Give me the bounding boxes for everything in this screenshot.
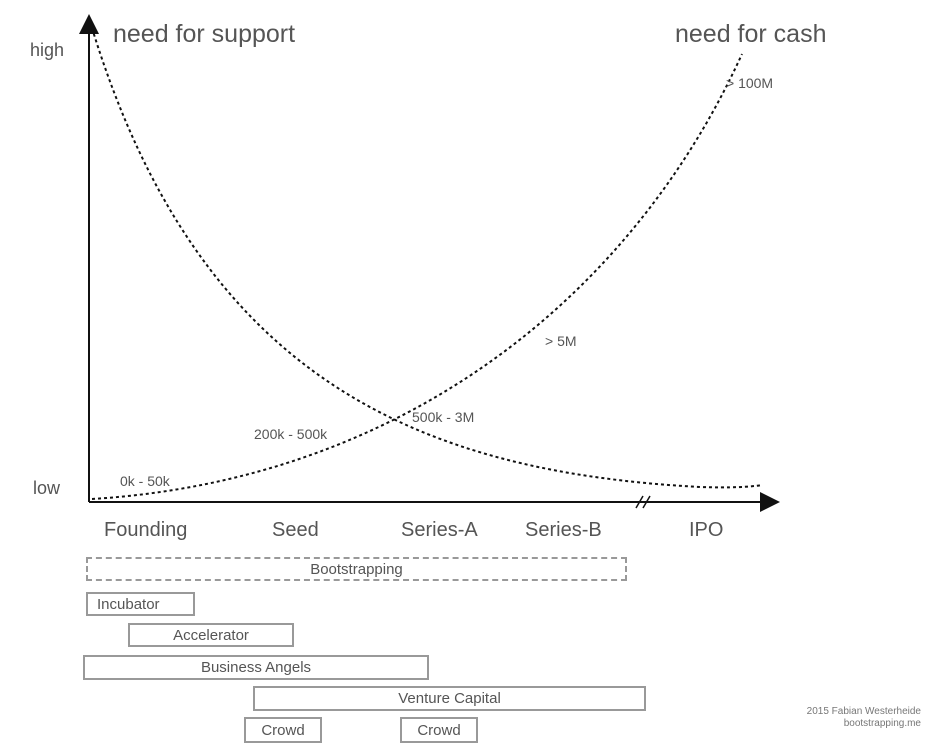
cash-amount-label: 200k - 500k xyxy=(254,426,328,442)
stage-label-ipo: IPO xyxy=(689,519,724,541)
axis-break-mark xyxy=(642,495,651,509)
y-axis-high-label: high xyxy=(30,40,65,60)
cash-curve-label: need for cash xyxy=(675,20,827,48)
credit-author: 2015 Fabian Westerheide xyxy=(806,706,921,717)
funding-crowd: Crowd xyxy=(244,717,322,743)
credit-website: bootstrapping.me xyxy=(843,718,921,729)
axis-break-mark xyxy=(635,495,644,509)
funding-crowd: Crowd xyxy=(400,717,478,743)
cash-amount-label: 0k - 50k xyxy=(120,473,170,489)
stage-label-series-a: Series-A xyxy=(401,519,478,541)
cash-amount-label: > 100M xyxy=(726,75,774,91)
credit-text: 2015 Fabian Westerheide bootstrapping.me xyxy=(807,706,921,730)
funding-accelerator: Accelerator xyxy=(128,623,294,647)
funding-business-angels: Business Angels xyxy=(83,655,429,680)
cash-amount-label: 500k - 3M xyxy=(412,409,475,425)
stage-label-founding: Founding xyxy=(104,519,188,541)
cash-amount-label: > 5M xyxy=(545,333,577,349)
funding-incubator: Incubator xyxy=(86,592,195,616)
funding-bootstrapping: Bootstrapping xyxy=(86,557,627,581)
funding-venture-capital: Venture Capital xyxy=(253,686,646,711)
stage-label-series-b: Series-B xyxy=(525,519,602,541)
cash-curve xyxy=(91,53,743,500)
y-axis-low-label: low xyxy=(33,478,61,498)
stage-label-seed: Seed xyxy=(272,519,319,541)
support-curve-label: need for support xyxy=(113,20,296,48)
